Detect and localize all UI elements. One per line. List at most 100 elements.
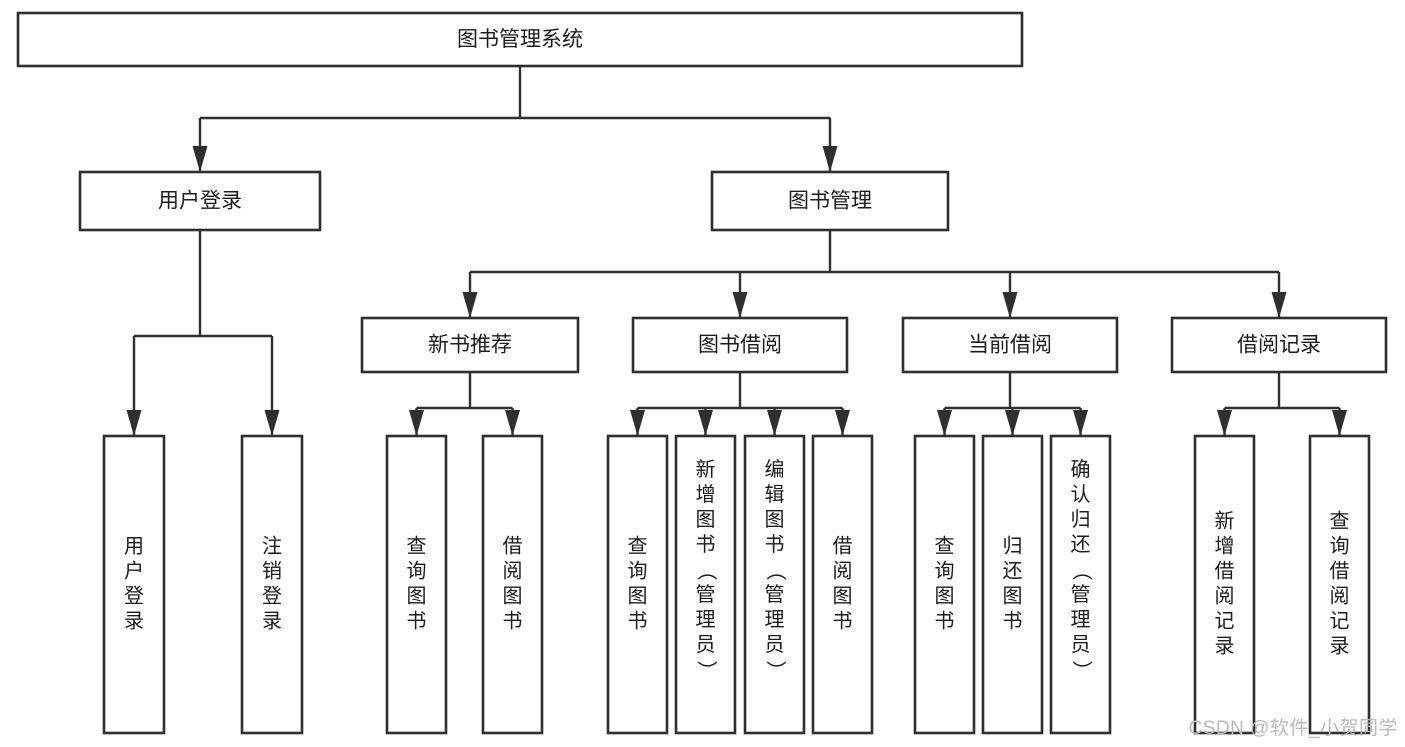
- node-label-char: 员: [765, 634, 785, 656]
- node-box: [16, 11, 1024, 68]
- node-label-char: 归: [1003, 534, 1023, 557]
- node-label-char: 增: [696, 483, 716, 506]
- connectors-layer: [126, 66, 1347, 436]
- node-label-char: 阅: [503, 559, 523, 582]
- node-label-char: 询: [935, 559, 955, 582]
- node-box: [1170, 316, 1388, 374]
- node-图书管理系统[interactable]: 图书管理系统: [16, 11, 1024, 68]
- node-label-char: 录: [1215, 635, 1235, 657]
- node-label-char: 借: [1330, 559, 1350, 582]
- node-label-char: 借: [1215, 559, 1235, 582]
- node-label-char: 录: [262, 610, 282, 632]
- node-box: [360, 316, 580, 374]
- node-box: [743, 434, 806, 735]
- csdn-watermark: CSDN @软件_小贺同学: [1189, 717, 1398, 739]
- node-label-char: 管: [765, 583, 785, 606]
- node-label: 新书推荐: [428, 334, 512, 357]
- node-box: [631, 316, 849, 374]
- node-label-char: 书: [503, 609, 523, 632]
- node-图书借阅[interactable]: 图书借阅: [631, 316, 849, 374]
- node-label-char: （: [695, 561, 718, 581]
- node-label-char: 注: [262, 534, 282, 557]
- node-label-char: 录: [124, 610, 144, 632]
- node-label-char: 书: [1003, 609, 1023, 632]
- node-box: [913, 434, 976, 735]
- arrow-head-icon: [822, 146, 838, 172]
- arrow-head-icon: [1002, 292, 1018, 318]
- node-label-char: 图: [833, 585, 853, 607]
- node-label-char: 管: [696, 583, 716, 606]
- node-label-char: 员: [696, 634, 716, 656]
- node-当前借阅[interactable]: 当前借阅: [901, 316, 1119, 374]
- node-box: [78, 170, 322, 232]
- arrow-head-icon: [1073, 410, 1088, 436]
- arrow-head-icon: [264, 410, 280, 436]
- arrow-head-icon: [732, 292, 748, 318]
- node-label-char: 书: [765, 533, 785, 556]
- node-label-char: 新: [1215, 509, 1235, 532]
- node-label-char: 查: [407, 534, 427, 557]
- node-label-char: 询: [407, 559, 427, 582]
- node-label-char: 理: [765, 609, 785, 631]
- node-label-char: 查: [935, 534, 955, 557]
- node-label-char: 图: [765, 509, 785, 531]
- node-label-char: （: [764, 561, 787, 581]
- node-label-char: 书: [407, 609, 427, 632]
- node-借阅记录[interactable]: 借阅记录: [1170, 316, 1388, 374]
- node-label-char: 图: [696, 509, 716, 531]
- node-label-char: 归: [1071, 508, 1091, 531]
- arrow-head-icon: [698, 410, 713, 436]
- node-box: [1193, 434, 1256, 735]
- node-label-char: 确: [1071, 458, 1091, 481]
- node-label-char: ）: [1070, 661, 1093, 681]
- node-用户登录[interactable]: 用户登录: [78, 170, 322, 232]
- node-用户登录[interactable]: 用户登录: [102, 434, 166, 735]
- arrow-head-icon: [1271, 292, 1287, 318]
- node-box: [1049, 434, 1112, 735]
- node-label-char: 阅: [1215, 584, 1235, 607]
- arrow-head-icon: [630, 410, 645, 436]
- node-label-char: 理: [1071, 609, 1091, 631]
- node-box: [240, 434, 304, 735]
- node-label-char: 图: [628, 585, 648, 607]
- arrow-head-icon: [937, 410, 952, 436]
- node-label-char: 图: [1003, 585, 1023, 607]
- node-label-char: 图: [407, 585, 427, 607]
- arrow-head-icon: [1332, 410, 1347, 436]
- node-label-char: （: [1070, 561, 1093, 581]
- node-label-char: 借: [833, 534, 853, 557]
- node-box: [385, 434, 448, 735]
- node-新书推荐[interactable]: 新书推荐: [360, 316, 580, 374]
- node-label-char: 登: [124, 584, 144, 607]
- node-图书管理[interactable]: 图书管理: [710, 170, 950, 232]
- arrow-head-icon: [767, 410, 782, 436]
- node-label-char: 理: [696, 609, 716, 631]
- node-box: [710, 170, 950, 232]
- node-label-char: 增: [1215, 534, 1235, 557]
- arrow-head-icon: [409, 410, 424, 436]
- node-label-char: 记: [1330, 609, 1350, 632]
- node-label-char: 阅: [833, 559, 853, 582]
- arrow-head-icon: [1005, 410, 1020, 436]
- node-label-char: 认: [1071, 483, 1091, 506]
- node-label-char: ）: [764, 661, 787, 681]
- node-box: [674, 434, 737, 735]
- node-label-char: 销: [262, 559, 282, 582]
- arrow-head-icon: [192, 146, 208, 172]
- node-label: 借阅记录: [1237, 334, 1321, 357]
- node-label-char: 还: [1071, 533, 1091, 556]
